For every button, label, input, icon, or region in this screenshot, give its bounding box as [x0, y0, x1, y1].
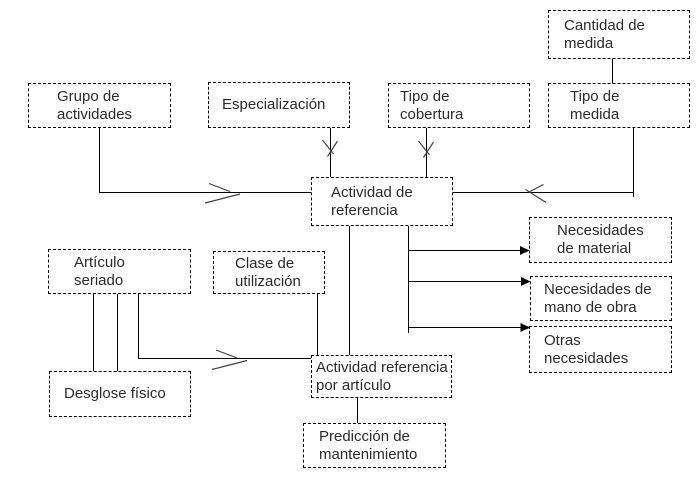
node-label-line: Actividad referencia	[316, 358, 448, 376]
node-label-line: Clase de	[235, 254, 295, 272]
node-label-line: Necesidades	[557, 222, 644, 239]
node-label-line: por artículo	[316, 376, 392, 394]
node-especializacion: Especialización	[208, 82, 350, 128]
node-label-line: Especialización	[222, 96, 326, 113]
node-label-line: Tipo de	[570, 87, 620, 105]
node-grupo-de-actividades: Grupo de actividades	[28, 83, 171, 128]
open-arrowhead-icon	[204, 182, 241, 204]
node-label-line: cobertura	[400, 105, 464, 123]
node-label-line: actividades	[57, 105, 133, 123]
node-label-line: Actividad de	[331, 183, 413, 201]
node-label-line: Desglose físico	[64, 385, 166, 402]
node-actividad-referencia-por-articulo: Actividad referencia por artículo	[311, 355, 452, 398]
node-label-line: mano de obra	[544, 298, 637, 316]
open-arrowhead-icon	[418, 140, 435, 158]
node-label-line: referencia	[331, 201, 398, 219]
node-label-line: Necesidades de	[544, 280, 652, 298]
node-label-line: medida	[570, 105, 620, 123]
node-label-line: Tipo de	[400, 87, 450, 105]
node-label-line: Predicción de	[319, 427, 410, 445]
node-actividad-de-referencia: Actividad de referencia	[311, 177, 453, 226]
node-label-line: seriado	[74, 271, 124, 289]
node-label-line: mantenimiento	[319, 445, 418, 463]
connector-line	[99, 128, 311, 193]
node-cantidad-de-medida: Cantidad de medida	[548, 10, 690, 59]
node-prediccion-de-mantenimiento: Predicción de mantenimiento	[303, 423, 446, 468]
open-arrowhead-icon	[211, 349, 248, 371]
node-otras-necesidades: Otras necesidades	[529, 326, 672, 373]
node-tipo-de-medida: Tipo de medida	[548, 83, 690, 128]
node-label-line: Grupo de	[57, 87, 120, 105]
node-label-line: Cantidad de	[564, 16, 645, 34]
node-label-line: medida	[564, 34, 614, 52]
node-label-line: de material	[557, 240, 632, 257]
connector-line	[138, 294, 311, 359]
node-label-line: utilización	[235, 272, 301, 290]
node-tipo-de-cobertura: Tipo de cobertura	[388, 83, 530, 128]
node-label-line: Artículo	[74, 253, 125, 271]
node-necesidades-de-mano-de-obra: Necesidades de mano de obra	[530, 276, 672, 321]
node-desglose-fisico: Desglose físico	[49, 371, 191, 417]
node-necesidades-de-material: Necesidades de material	[529, 217, 672, 263]
open-arrowhead-icon	[322, 139, 339, 157]
node-articulo-seriado: Artículo seriado	[48, 249, 191, 294]
node-clase-de-utilizacion: Clase de utilización	[213, 251, 325, 294]
open-arrowhead-icon	[525, 183, 547, 204]
node-label-line: Otras	[544, 331, 581, 349]
node-label-line: necesidades	[544, 349, 629, 367]
